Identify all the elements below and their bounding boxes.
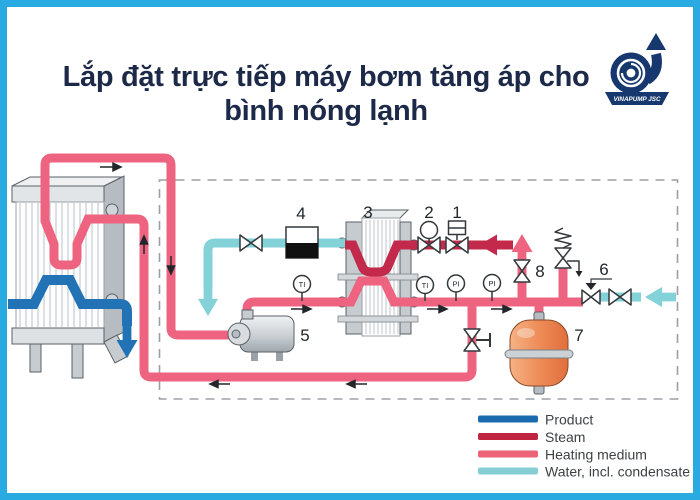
heating-supply-pipe (242, 276, 583, 320)
pump-logo-icon (610, 33, 666, 94)
flow-arrow-left-icon (208, 379, 230, 389)
flow-arrows (100, 162, 513, 389)
legend-row-product: Product (478, 412, 593, 428)
gauge-pi-2-label: PI (488, 279, 495, 288)
company-logo: VINAPUMP JSC (605, 33, 669, 105)
gauge-pi-1-label: PI (452, 280, 459, 289)
component-number-2: 2 (424, 203, 433, 222)
logo-caption: VINAPUMP JSC (613, 96, 660, 103)
flow-arrow-up-icon (139, 234, 149, 254)
gauge-ti-2-label: TI (422, 281, 429, 290)
legend-row-heating-medium: Heating medium (478, 447, 647, 463)
steam-trap-box (285, 226, 319, 259)
logo-ring (616, 58, 646, 88)
page-title-line2: bình nóng lạnh (224, 95, 428, 127)
flow-arrow-right-icon (100, 162, 123, 172)
component-number-7: 7 (574, 326, 583, 345)
flow-arrow-down-icon (166, 256, 176, 276)
shutoff-valve-1 (445, 220, 469, 254)
control-valve-2 (417, 220, 441, 254)
water-inlet-arrow-icon (645, 287, 676, 307)
legend-label-steam: Steam (545, 429, 585, 445)
condensate-pipe (203, 238, 345, 289)
makeup-shutoff-valve (608, 288, 632, 306)
page-title-line1: Lắp đặt trực tiếp máy bơm tăng áp cho (62, 61, 590, 93)
component-number-3: 3 (363, 203, 372, 222)
gauge-pi-1 (446, 274, 466, 301)
legend-swatch-product (478, 415, 538, 423)
logo-impeller-swirl (620, 62, 642, 84)
valve-8 (513, 259, 531, 283)
legend-swatch-heating-medium (478, 450, 538, 458)
legend-label-water: Water, incl. condensate (545, 464, 690, 480)
safety-relief-valve (554, 227, 583, 277)
logo-hub (626, 68, 636, 78)
component-number-8: 8 (535, 262, 544, 281)
logo-up-arrow-icon (646, 33, 666, 50)
pump (227, 309, 295, 361)
condensate-shutoff-valve (239, 234, 263, 252)
flow-arrow-right-icon (427, 304, 449, 314)
gauge-ti-2 (415, 275, 435, 301)
page-title: Lắp đặt trực tiếp máy bơm tăng áp cho bì… (28, 60, 624, 128)
flow-arrow-right-icon (491, 304, 513, 314)
component-number-4: 4 (296, 204, 305, 223)
condensate-outlet-arrow-icon (198, 284, 218, 316)
legend-label-heating-medium: Heating medium (545, 447, 647, 463)
flow-arrow-left-icon (345, 379, 367, 389)
return-branch-valve (463, 328, 491, 352)
legend-swatch-water (478, 467, 538, 475)
check-valve-6 (581, 278, 612, 305)
product-outlet-arrow-icon (116, 324, 138, 358)
component-number-5: 5 (300, 326, 309, 345)
logo-banner (605, 92, 669, 105)
gauge-ti-1 (292, 274, 312, 301)
steam-inlet-arrow-icon (479, 234, 513, 256)
flow-arrow-right-icon (291, 304, 313, 314)
legend-row-steam: Steam (478, 429, 585, 445)
legend-label-product: Product (545, 412, 593, 428)
component-number-1: 1 (452, 203, 461, 222)
product-pipe (8, 275, 132, 326)
legend: Product Steam Heating medium Water, incl… (478, 412, 690, 480)
heating-outlet-arrow-icon (511, 234, 533, 260)
legend-swatch-steam (478, 433, 538, 440)
gauge-pi-2 (482, 273, 502, 301)
heating-return-loop-pipe (40, 153, 477, 382)
expansion-vessel (504, 311, 574, 395)
legend-row-water: Water, incl. condensate (478, 464, 690, 480)
component-number-6: 6 (599, 260, 608, 279)
system-boundary (158, 179, 679, 400)
gauge-ti-1-label: TI (299, 280, 306, 289)
